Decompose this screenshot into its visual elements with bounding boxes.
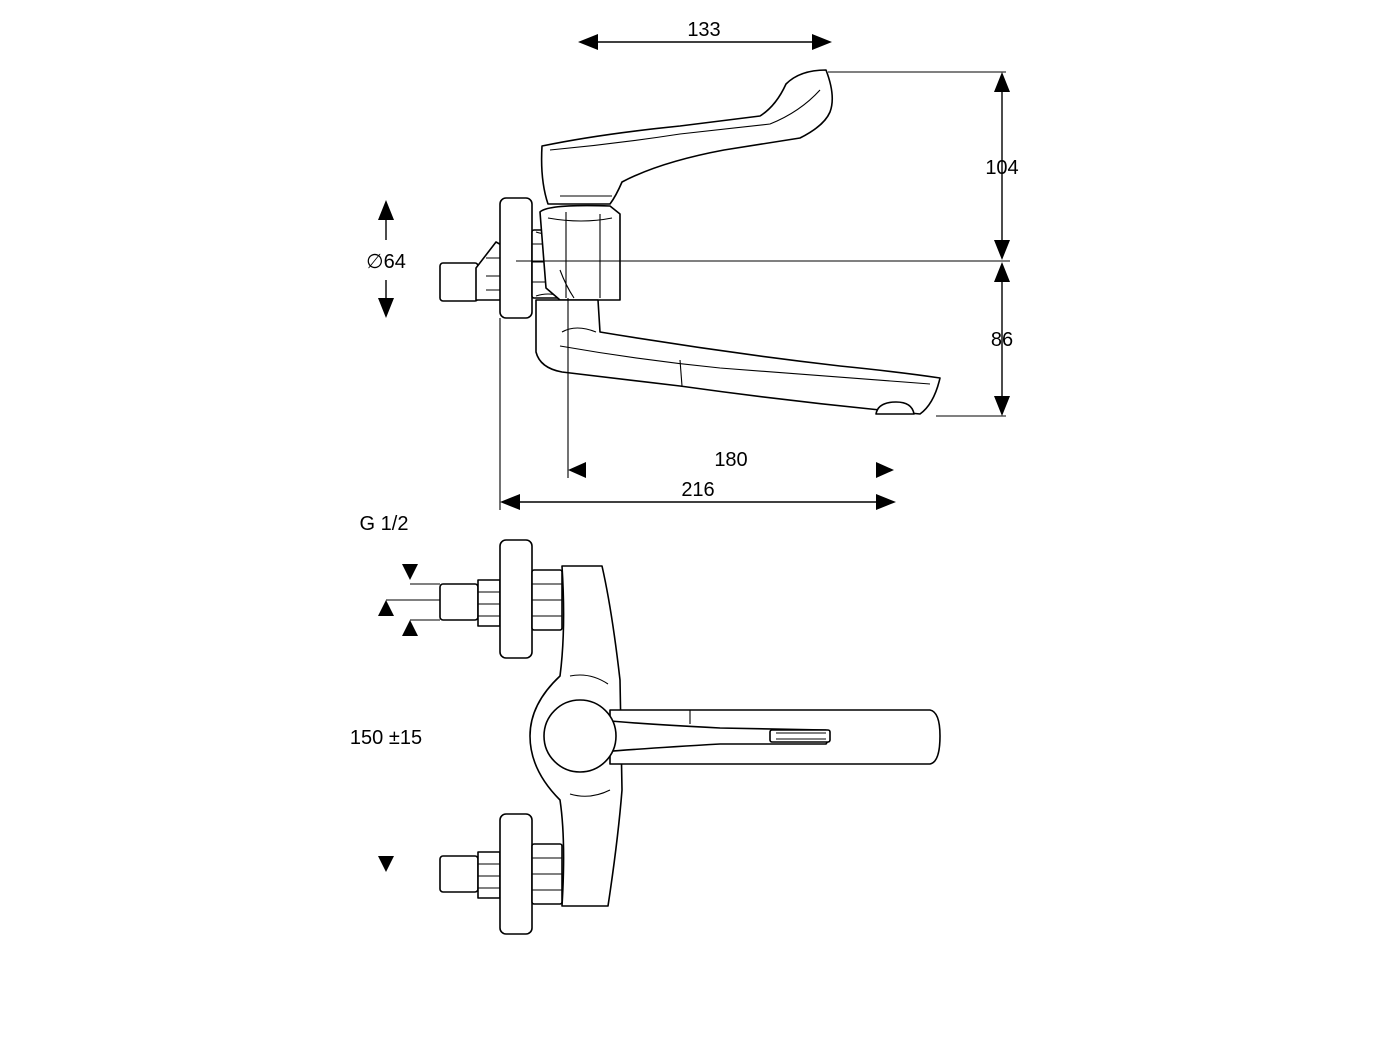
dimension-centre-distance: 150 ±15	[350, 727, 422, 872]
front-view	[439, 539, 941, 935]
dimension-vertical-right: 104 86	[828, 71, 1019, 417]
dimension-spout-projection: 180	[567, 298, 894, 478]
dimension-overall-projection: 216	[499, 318, 896, 510]
dimension-thread: G 1/2	[360, 513, 440, 636]
dimension-label-centre-distance: 150 ±15	[350, 727, 422, 749]
front-upper-inlet	[439, 539, 563, 659]
dimension-label-diameter-64: ∅64	[366, 251, 406, 273]
dimension-label-86: 86	[991, 329, 1013, 351]
dimension-label-180: 180	[714, 449, 747, 471]
spout-side	[535, 299, 941, 415]
dimension-label-thread: G 1/2	[360, 513, 409, 535]
side-wall-flange	[499, 197, 533, 319]
lever-handle-side	[540, 69, 834, 205]
side-view	[439, 69, 1010, 415]
mixer-body-side	[539, 204, 621, 301]
lever-handle-front	[599, 719, 831, 753]
cartridge-cap	[543, 699, 617, 773]
dimension-flange-diameter: ∅64	[366, 200, 406, 318]
front-lower-inlet	[439, 813, 563, 935]
dimension-label-216: 216	[681, 479, 714, 501]
dimension-label-133: 133	[687, 19, 720, 41]
dimension-label-104: 104	[985, 157, 1018, 179]
dimension-handle-reach: 133	[578, 19, 832, 50]
